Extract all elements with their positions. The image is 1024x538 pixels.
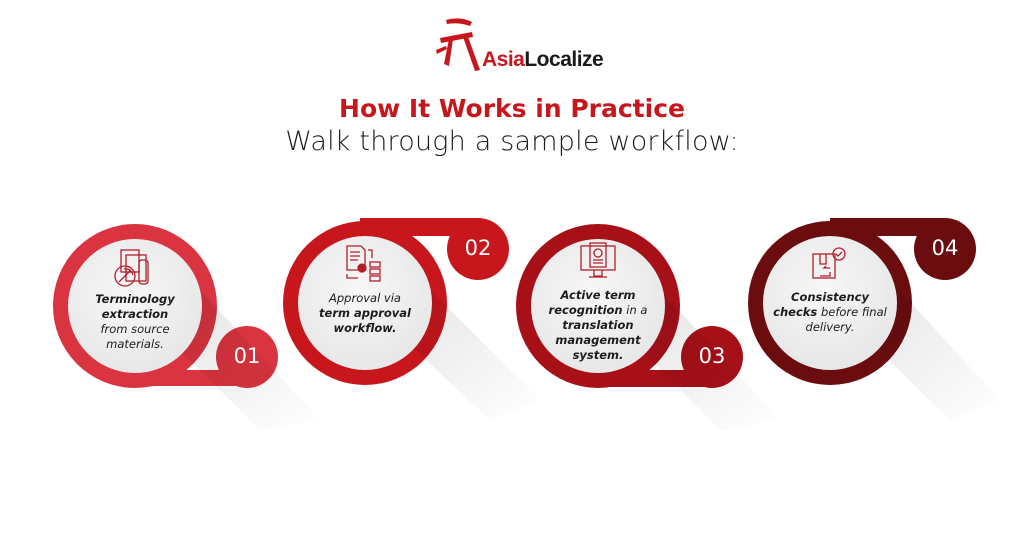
package-check-icon: [812, 247, 846, 279]
monitor-translation-icon: [580, 242, 616, 278]
step-4-number: 04: [931, 236, 959, 260]
step-4: [748, 218, 1000, 420]
step-2-bold-text: term approval workflow.: [319, 306, 411, 335]
step-4-description: Consistency checks before final delivery…: [771, 290, 889, 335]
step-4-bold-text: Consistency checks: [773, 290, 869, 319]
step-4-rest-text: before final delivery.: [805, 305, 887, 334]
step-3-mid-text: in a: [626, 303, 648, 317]
step-3-bold-text-2: translation management system.: [555, 318, 641, 362]
step-3-bold-text: Active term recognition: [548, 288, 636, 317]
step-2-pre-text: Approval via: [329, 291, 401, 305]
step-1-rest-text: from source materials.: [100, 322, 170, 351]
step-1: [53, 224, 320, 430]
step-3-description: Active term recognition in a translation…: [539, 288, 657, 363]
brand-name-localize: Localize: [524, 48, 604, 71]
step-1-description: Terminology extraction from source mater…: [76, 292, 194, 352]
page-title: How It Works in Practice: [339, 94, 685, 123]
step-2-number: 02: [464, 236, 492, 260]
step-1-number: 01: [233, 344, 261, 368]
step-2: [283, 218, 540, 420]
step-1-bold-text: Terminology extraction: [95, 292, 175, 321]
brand-logo-mark: [436, 18, 480, 71]
brand-name-asia: Asia: [482, 48, 525, 71]
approval-workflow-icon: [346, 245, 381, 282]
step-2-description: Approval via term approval workflow.: [306, 291, 424, 336]
step-3-number: 03: [698, 344, 726, 368]
step-3: [516, 224, 780, 430]
page-subtitle: Walk through a sample workflow:: [285, 126, 739, 157]
brand-wordmark: AsiaLocalize: [482, 48, 604, 72]
document-extraction-pickaxe-icon: [114, 249, 149, 287]
